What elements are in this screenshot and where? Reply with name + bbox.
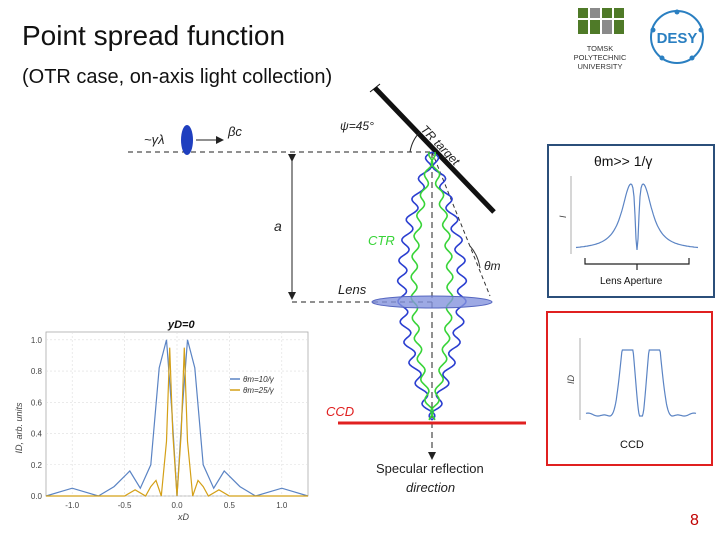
chart-xtick-label: 0.5 [224,501,236,510]
beta-c-label: βc [227,124,242,139]
slide-title: Point spread function [22,20,286,51]
ccd-inset-ylabel: ID [566,374,576,384]
specular-label-2: direction [406,480,455,495]
chart-xtick-label: 0.0 [171,501,183,510]
tr-target [373,86,496,214]
tpu-logo [578,8,624,34]
psi-label: ψ=45° [340,119,374,133]
chart-ytick-label: 0.2 [31,461,43,470]
chart-xtick-label: -1.0 [65,501,79,510]
psf-chart: yD=0 xD ID, arb. units -1.0 -0.5 0.0 0.5 1.0… [14,319,309,522]
theta-m-line [431,151,491,297]
theta-m-label: θm [484,259,501,273]
desy-logo: DESY [650,9,704,64]
page-number: 8 [690,512,699,529]
tpu-name-line: TOMSK [586,44,614,53]
otr-envelope-green [410,151,454,421]
chart-series-line [46,347,308,497]
specular-label-1: Specular reflection [376,461,484,476]
lens-inset-condition: θm>> 1/γ [594,153,652,169]
gamma-lambda-label: ~γλ [144,132,165,147]
chart-legend-label: θm=10/γ [243,375,275,384]
lens-inset-ylabel: I [558,215,568,218]
slide-subtitle: (OTR case, on-axis light collection) [22,66,333,88]
lens-label: Lens [338,282,367,297]
chart-ytick-label: 0.0 [31,492,43,501]
chart-title: yD=0 [167,319,195,331]
tpu-name-line: UNIVERSITY [577,62,623,71]
beam-bunch [181,125,193,155]
ccd-label: CCD [326,404,354,419]
ctr-label: CTR [368,233,395,248]
ccd-inset-frame [546,311,713,466]
ccd-inset-curve [585,349,697,417]
chart-ytick-label: 1.0 [31,336,43,345]
chart-xlabel: xD [177,512,190,522]
chart-legend-label: θm=25/γ [243,386,275,395]
lens-inset-caption: Lens Aperture [600,276,663,287]
lens-inset-frame [547,144,715,298]
target-tick [369,83,381,93]
otr-envelope-blue [396,151,468,421]
theta-m-arc [469,245,481,269]
chart-xtick-label: -0.5 [118,501,132,510]
lens-aperture-bracket [584,258,690,270]
ccd-inset-caption: CCD [620,439,644,451]
chart-ytick-label: 0.4 [31,430,43,439]
desy-logo-text: DESY [657,30,698,47]
lens [371,295,493,309]
chart-ytick-label: 0.8 [31,367,43,376]
tpu-name: TOMSK POLYTECHNIC UNIVERSITY [562,44,638,71]
tr-target-label: TR target [418,122,463,168]
psi-arc [409,131,421,153]
chart-ylabel: ID, arb. units [14,402,24,454]
lens-inset-curve [575,183,699,251]
tpu-name-line: POLYTECHNIC [573,53,627,62]
chart-ytick-label: 0.6 [31,398,43,407]
distance-label: a [274,218,282,234]
chart-xtick-label: 1.0 [276,501,288,510]
